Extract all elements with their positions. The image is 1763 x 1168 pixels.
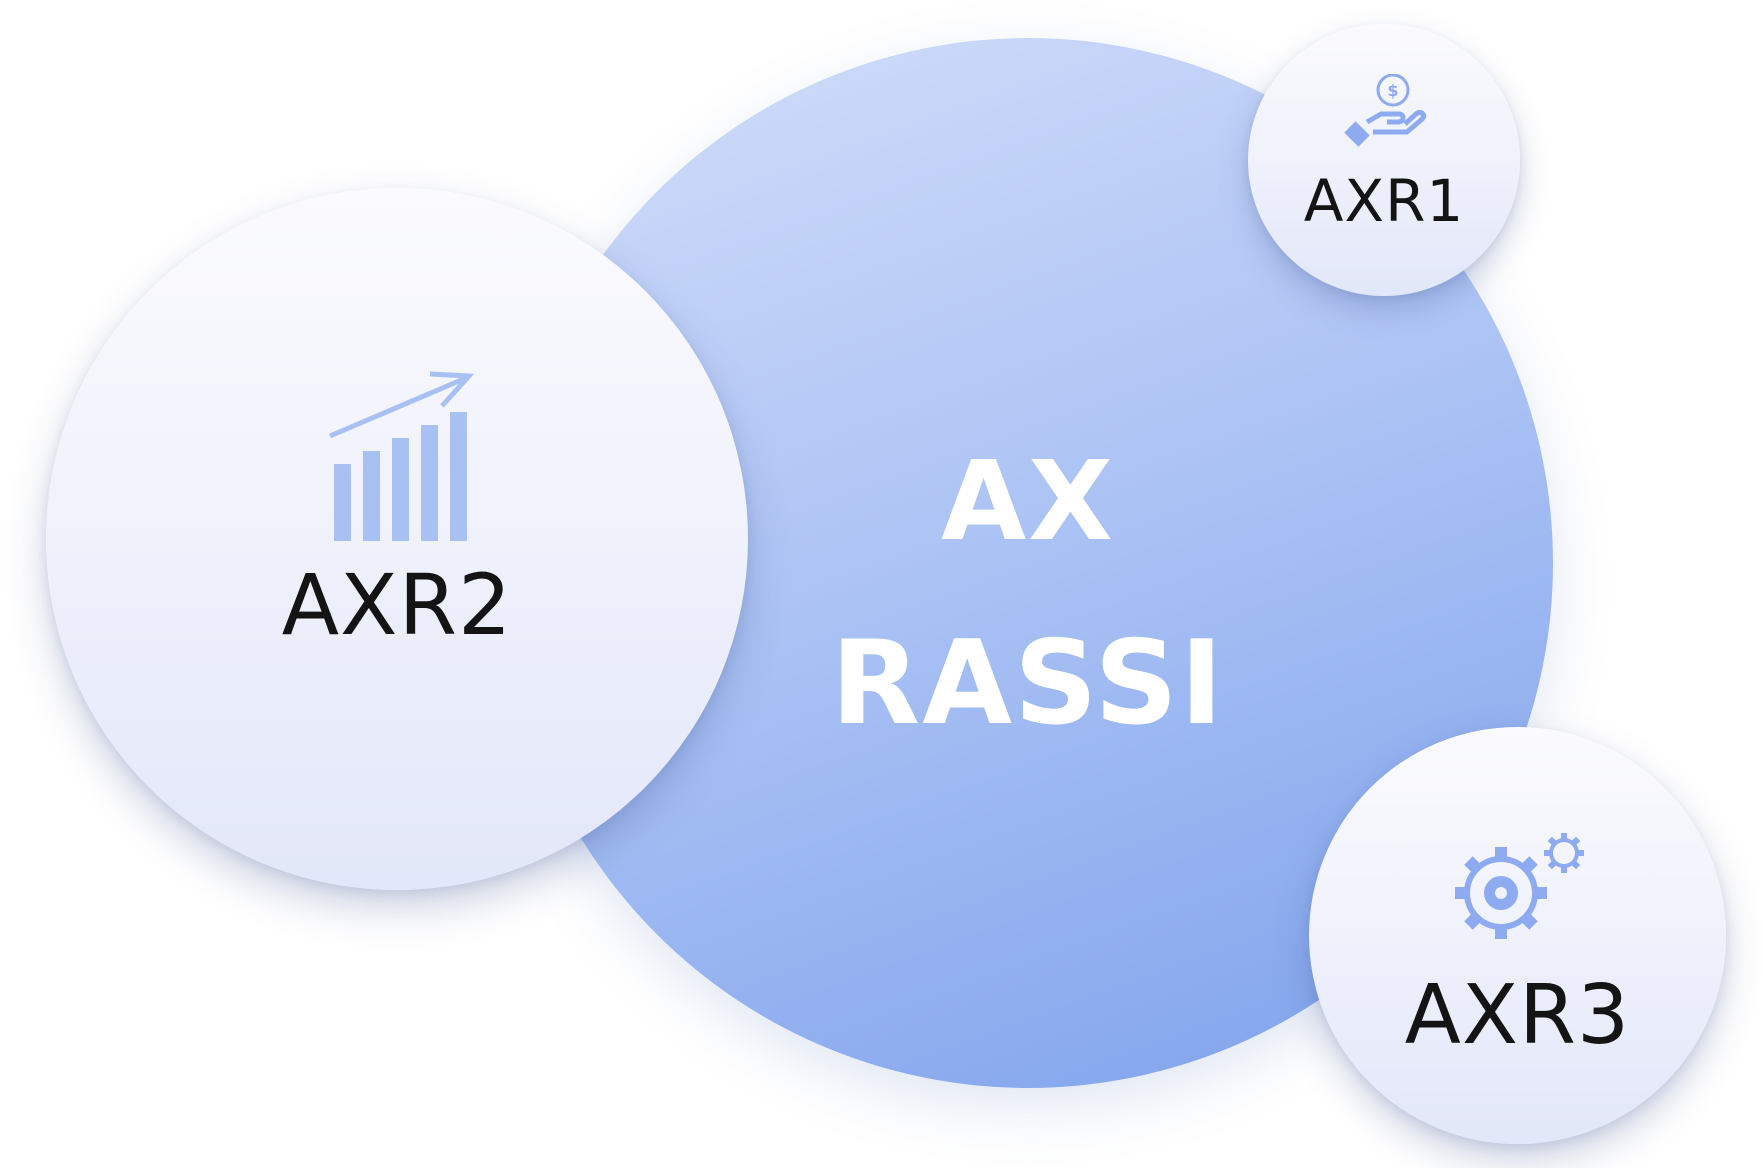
growth-bar-chart-icon [329,371,474,541]
axr3-label: AXR3 [1404,968,1631,1063]
svg-text:$: $ [1387,81,1398,100]
axr1-circle: $ AXR1 [1248,24,1520,296]
hand-coin-icon: $ [1344,74,1427,147]
gears-icon [1455,833,1584,939]
main-title-line1: AX [941,437,1115,565]
main-title-line2: RASSI [830,616,1226,751]
axr2-circle: AXR2 [46,188,748,890]
axr1-label: AXR1 [1303,167,1465,235]
axr3-circle: AXR3 [1309,727,1726,1144]
axr2-label: AXR2 [281,556,513,654]
